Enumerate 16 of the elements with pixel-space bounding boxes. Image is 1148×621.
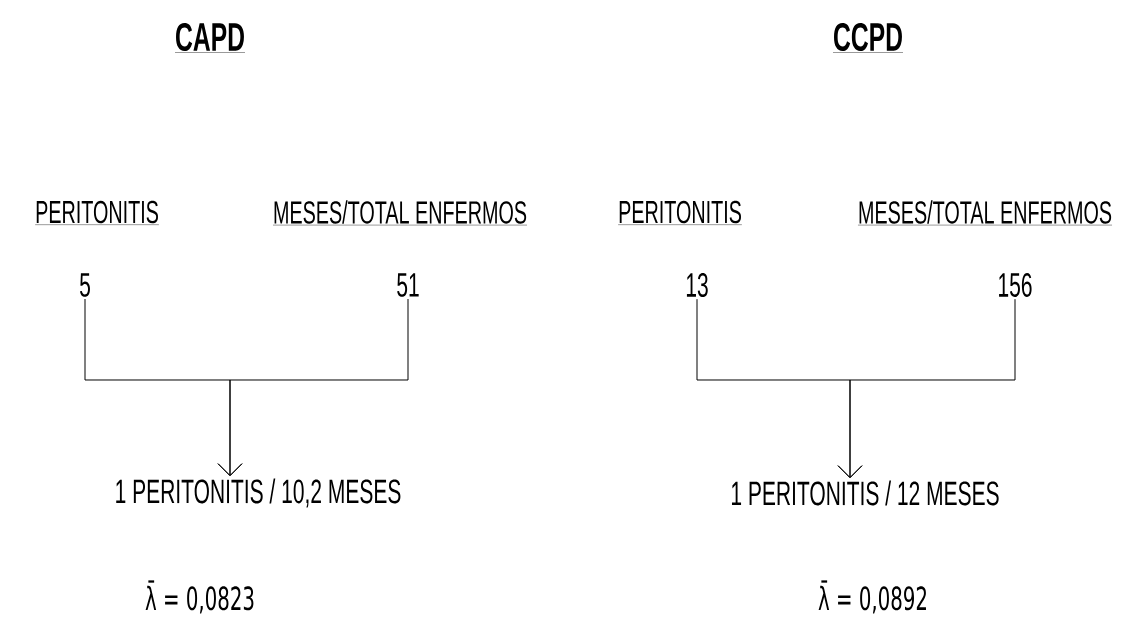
number-value: 13 bbox=[686, 273, 708, 297]
number-value: 51 bbox=[397, 273, 419, 297]
column-header: MESES/TOTAL ENFERMOS bbox=[272, 200, 528, 226]
lambda-value: λ̄ = 0,0823 bbox=[145, 580, 254, 614]
bracket-arrow bbox=[837, 298, 1016, 479]
result-text: 1 PERITONITIS / 10,2 MESES bbox=[116, 478, 401, 508]
heading: CAPD bbox=[174, 22, 246, 53]
column-header: MESES/TOTAL ENFERMOS bbox=[857, 200, 1113, 226]
column-header: PERITONITIS bbox=[617, 200, 743, 225]
result-text: 1 PERITONITIS / 12 MESES bbox=[732, 480, 999, 506]
heading: CCPD bbox=[832, 22, 904, 53]
lambda-value: λ̄ = 0,0892 bbox=[818, 580, 926, 614]
bracket-arrow bbox=[217, 298, 409, 477]
number-value: 156 bbox=[999, 273, 1032, 297]
column-header: PERITONITIS bbox=[34, 200, 160, 225]
number-value: 5 bbox=[80, 273, 90, 297]
